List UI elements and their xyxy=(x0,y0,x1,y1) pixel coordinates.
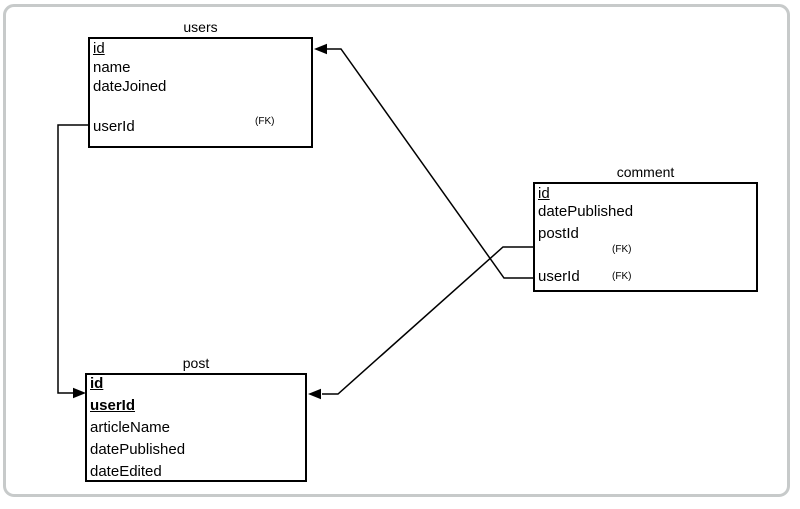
entity-title-users: users xyxy=(183,19,218,35)
row-users-id: id xyxy=(93,40,105,57)
entity-title-post: post xyxy=(182,355,210,371)
entity-title-comment: comment xyxy=(616,164,675,180)
entity-post: id userId articleName datePublished date… xyxy=(85,373,307,482)
entity-comment: id datePublished postId userId (FK) (FK) xyxy=(533,182,758,292)
row-post-dateedited: dateEdited xyxy=(90,463,162,480)
relationship-comment-userid-to-users xyxy=(314,43,533,279)
diagram-frame xyxy=(3,4,790,497)
row-post-id: id xyxy=(90,375,104,392)
entity-users: id name dateJoined userId (FK) xyxy=(88,37,313,148)
arrowhead-into-post-right xyxy=(308,388,321,400)
row-users-name: name xyxy=(93,59,131,76)
row-post-articlename: articleName xyxy=(90,419,171,436)
fk-label-users-userid: (FK) xyxy=(255,116,275,127)
row-users-userid: userId xyxy=(93,118,135,135)
relationship-comment-postid-to-post xyxy=(308,246,533,400)
arrowhead-into-users-right xyxy=(314,43,327,55)
row-post-userid: userId xyxy=(90,397,136,414)
row-comment-postid: postId xyxy=(538,225,579,242)
row-comment-userid: userId xyxy=(538,268,580,285)
row-users-datejoined: dateJoined xyxy=(93,78,167,95)
arrowhead-into-post-left xyxy=(73,387,86,399)
row-comment-id: id xyxy=(538,185,550,202)
fk-label-comment-userid: (FK) xyxy=(612,271,632,282)
row-comment-datepublished: datePublished xyxy=(538,203,634,220)
relationship-users-userid-to-post xyxy=(57,124,88,399)
fk-label-comment-postid: (FK) xyxy=(612,244,632,255)
row-post-datepublished: datePublished xyxy=(90,441,186,458)
